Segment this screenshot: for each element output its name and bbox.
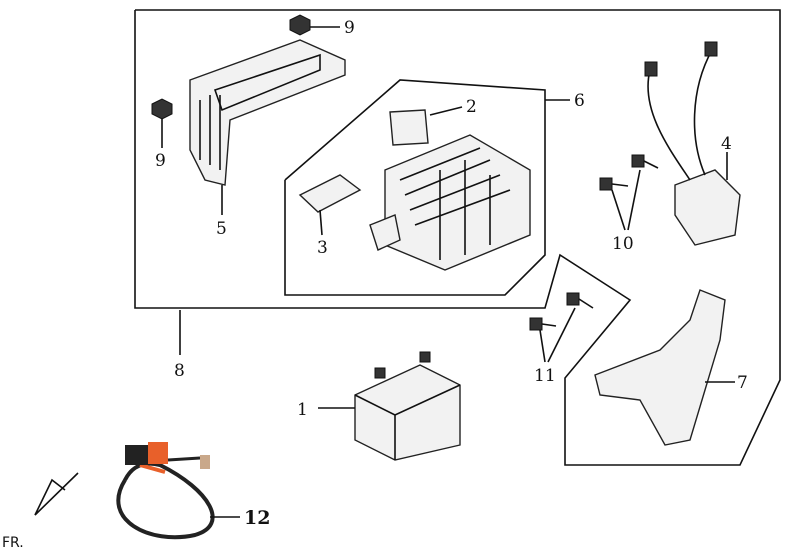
bolts-10 — [599, 154, 659, 191]
front-direction-label: FR. — [2, 535, 24, 550]
bracket-part — [594, 289, 726, 446]
label-regulator-assembly: 6 — [574, 91, 585, 111]
front-direction-arrow — [34, 472, 79, 516]
cover-part — [189, 39, 346, 186]
group-outline-6 — [284, 79, 546, 296]
label-cover: 5 — [216, 219, 227, 239]
pad-top — [389, 109, 429, 146]
rectifier-part — [644, 41, 741, 246]
label-nut-top: 9 — [344, 18, 355, 38]
label-battery-box-assembly: 8 — [174, 361, 185, 381]
leader-lines — [161, 26, 735, 518]
bolts-11 — [529, 292, 594, 331]
wire-harness-part — [116, 442, 215, 540]
label-pad-bottom: 3 — [317, 238, 328, 258]
regulator-part — [369, 134, 531, 271]
label-bolts-11: 11 — [534, 366, 556, 386]
nut-top — [289, 14, 311, 36]
label-battery: 1 — [297, 400, 308, 420]
label-nut-left: 9 — [155, 151, 166, 171]
label-bolts-10: 10 — [612, 234, 634, 254]
pad-bottom — [298, 174, 362, 213]
label-wire-harness: 12 — [244, 507, 270, 529]
nut-left — [151, 98, 173, 120]
group-outline-8 — [134, 9, 781, 466]
label-pad-top: 2 — [466, 97, 477, 117]
battery-part — [354, 351, 461, 461]
label-bracket: 7 — [737, 373, 748, 393]
label-rectifier: 4 — [721, 134, 732, 154]
